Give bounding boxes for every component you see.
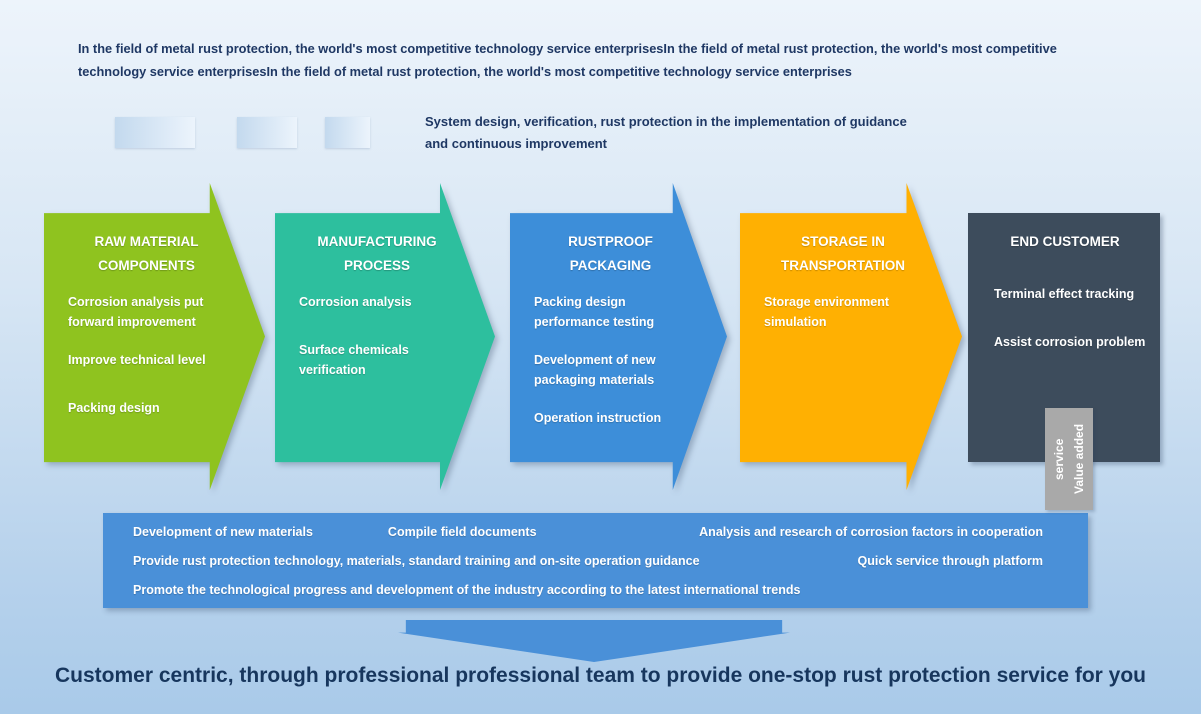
banner-item: Provide rust protection technology, mate…	[133, 554, 700, 568]
legend-swatch-2	[237, 117, 297, 148]
stage-item: Operation instruction	[534, 411, 662, 425]
stage-title: STORAGE IN TRANSPORTATION	[781, 234, 905, 273]
stage-arrow-shape: MANUFACTURING PROCESS Corrosion analysis…	[275, 183, 495, 490]
banner-item: Quick service through platform	[857, 554, 1043, 568]
stage-title: RAW MATERIAL COMPONENTS	[94, 234, 199, 273]
stage-rustproof-packaging: RUSTPROOF PACKAGING Packing design perfo…	[510, 183, 727, 490]
banner-item: Compile field documents	[387, 525, 537, 539]
legend-swatch-3	[325, 117, 370, 148]
stage-item: Storage environment simulation	[764, 295, 890, 329]
process-flow: RAW MATERIAL COMPONENTS Corrosion analys…	[44, 183, 1161, 490]
stage-raw-material-components: RAW MATERIAL COMPONENTS Corrosion analys…	[44, 183, 265, 490]
banner-item: Development of new materials	[133, 525, 313, 539]
stage-item: Packing design performance testing	[534, 295, 655, 329]
stage-arrow-shape: RAW MATERIAL COMPONENTS Corrosion analys…	[44, 183, 265, 490]
value-added-service-text: Value added service	[1052, 423, 1086, 495]
down-arrow-shape	[398, 620, 790, 662]
stage-title: END CUSTOMER	[1010, 234, 1120, 249]
stage-storage-in-transportation: STORAGE IN TRANSPORTATION Storage enviro…	[740, 183, 962, 490]
banner-row-2: Provide rust protection technology, mate…	[133, 551, 1043, 571]
stage-item: Development of new packaging materials	[534, 353, 656, 387]
legend-caption: System design, verification, rust protec…	[425, 114, 907, 151]
stage-item: Assist corrosion problem	[994, 335, 1146, 349]
banner-item: Analysis and research of corrosion facto…	[699, 525, 1043, 539]
stage-item: Terminal effect tracking	[994, 287, 1135, 301]
stage-title: RUSTPROOF PACKAGING	[568, 234, 653, 273]
stage-arrow-shape: RUSTPROOF PACKAGING Packing design perfo…	[510, 183, 727, 490]
banner-item: Promote the technological progress and d…	[133, 583, 801, 597]
stage-item: Corrosion analysis	[299, 295, 412, 309]
banner-row-3: Promote the technological progress and d…	[133, 580, 1043, 600]
value-added-service-label: Value added service	[1045, 408, 1093, 510]
stage-title: MANUFACTURING PROCESS	[317, 234, 437, 273]
stage-arrow-shape: STORAGE IN TRANSPORTATION Storage enviro…	[740, 183, 962, 490]
stage-manufacturing-process: MANUFACTURING PROCESS Corrosion analysis…	[275, 183, 495, 490]
stage-item: Improve technical level	[68, 353, 206, 367]
stage-item: Corrosion analysis put forward improveme…	[68, 295, 204, 329]
company-tagline: In the field of metal rust protection, t…	[78, 41, 1057, 79]
footer-headline: Customer centric, through professional p…	[54, 664, 1146, 687]
legend-swatch-1	[115, 117, 195, 148]
stage-item: Packing design	[68, 401, 160, 415]
banner-row-1: Development of new materials Compile fie…	[133, 522, 1043, 542]
services-banner: Development of new materials Compile fie…	[103, 513, 1088, 608]
stage-item: Surface chemicals verification	[299, 343, 409, 377]
